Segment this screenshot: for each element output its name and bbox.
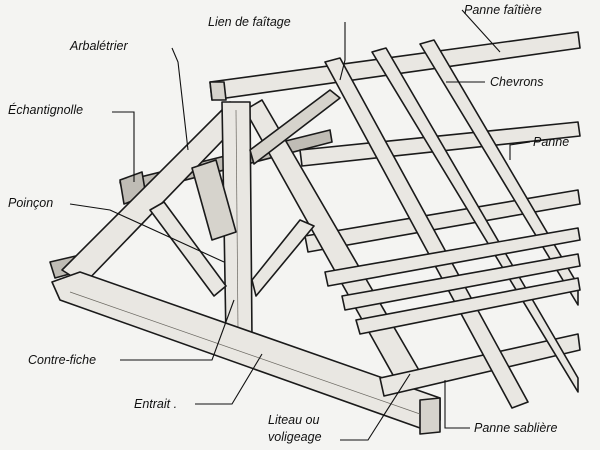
label-entrait: Entrait . xyxy=(134,397,177,411)
leader-panne xyxy=(509,141,531,160)
lien-de-faitage xyxy=(249,89,341,165)
label-panne-faitiere: Panne faîtière xyxy=(464,3,542,17)
leader-liteau xyxy=(340,373,411,441)
leader-arbaletrier xyxy=(171,47,189,151)
chevron-1 xyxy=(324,57,529,409)
liteau-3 xyxy=(355,277,581,335)
label-arbaletrier: Arbalétrier xyxy=(69,39,128,53)
contre-fiche-right xyxy=(251,219,315,297)
leader-entrait xyxy=(195,353,263,405)
label-panne-sabliere: Panne sablière xyxy=(474,421,557,435)
contre-fiche-left xyxy=(149,201,227,297)
leader-lien-de-faitage xyxy=(339,22,346,81)
panne-sabliere xyxy=(379,333,581,397)
label-contre-fiche: Contre-fiche xyxy=(28,353,96,367)
label-poincon: Poinçon xyxy=(8,196,53,210)
leader-echantignolle xyxy=(112,111,135,182)
label-lien-de-faitage: Lien de faîtage xyxy=(208,15,291,29)
leader-panne-sabliere xyxy=(444,380,470,429)
leader-contre-fiche xyxy=(120,299,235,361)
label-panne: Panne xyxy=(533,135,569,149)
liteau-2 xyxy=(341,253,581,311)
leader-panne-faitiere xyxy=(461,9,501,53)
liteau-1 xyxy=(324,227,581,287)
label-liteau-line1: Liteau ou xyxy=(268,413,319,427)
label-liteau-line2: voligeage xyxy=(268,430,322,444)
echantignolle xyxy=(191,159,237,241)
label-chevrons: Chevrons xyxy=(490,75,544,89)
leader-poincon xyxy=(69,203,225,263)
panne-right-middle xyxy=(304,189,581,253)
label-echantignolle: Échantignolle xyxy=(8,102,83,117)
